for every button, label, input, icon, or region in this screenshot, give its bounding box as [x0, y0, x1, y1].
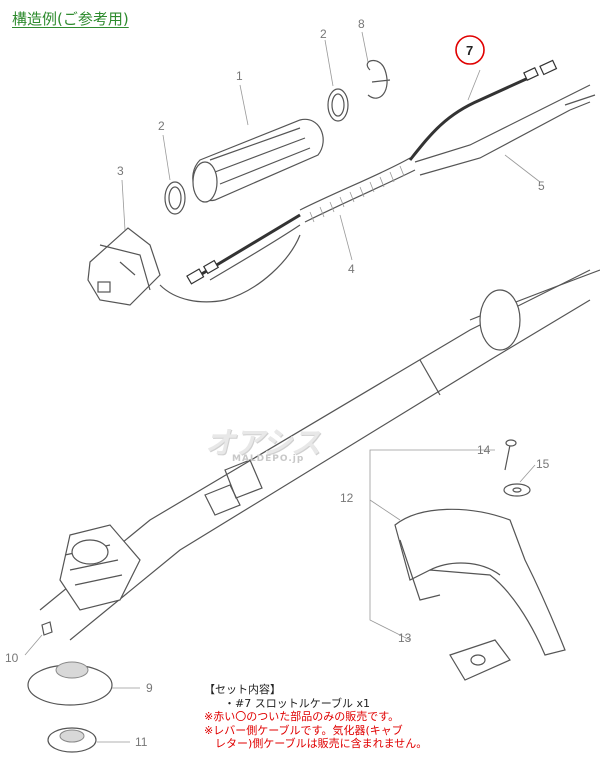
- part-number-12: 12: [340, 491, 354, 505]
- highlight-circle: [455, 35, 485, 65]
- washer-part-15: [503, 483, 531, 497]
- leader-lines: [24, 31, 541, 743]
- watermark-domain: MALDEPO.jp: [232, 454, 305, 464]
- part-number-9: 9: [146, 681, 153, 695]
- set-contents-item: ・#7 スロットルケーブル x1: [224, 696, 371, 710]
- part-number-14: 14: [477, 443, 491, 457]
- set-contents-header: 【セット内容】: [204, 683, 281, 696]
- part-number-8: 8: [358, 17, 365, 31]
- lever-housing-part-3: [87, 227, 161, 306]
- throttle-cable-part-7: [186, 59, 558, 285]
- note-sold-part: ※赤い〇のついた部品のみの販売です。: [204, 710, 400, 723]
- ring-part-2b: [327, 88, 349, 122]
- gear-head: [59, 524, 141, 611]
- watermark-logo: オアシス: [205, 426, 321, 461]
- part-number-11: 11: [135, 735, 148, 749]
- grip-part-1: [192, 118, 324, 203]
- part-number-2a: 2: [158, 119, 165, 133]
- part-number-15: 15: [536, 457, 550, 471]
- part-number-2b: 2: [320, 27, 327, 41]
- cup-part-11: [47, 727, 97, 753]
- note-carburetor-side: レター)側ケーブルは販売に含まれません。: [215, 737, 428, 750]
- guard-shield-part-12: [394, 508, 566, 656]
- part-number-7: 7: [466, 43, 473, 58]
- set-contents-box: 【セット内容】 ・#7 スロットルケーブル x1 ※赤い〇のついた部品のみの販売…: [204, 683, 427, 751]
- bolt-part-10: [41, 621, 53, 636]
- part-number-10: 10: [5, 651, 19, 665]
- ring-part-2a: [164, 181, 186, 215]
- bolt-part-14: [504, 439, 517, 471]
- part-number-3: 3: [117, 164, 124, 178]
- page-title: 構造例(ご参考用): [12, 10, 129, 28]
- part-number-1: 1: [236, 69, 243, 83]
- main-shaft: [39, 269, 600, 641]
- cover-part-9: [27, 661, 113, 706]
- bracket-part-13: [449, 639, 511, 681]
- clip-part-8: [366, 60, 391, 99]
- part-number-13: 13: [398, 631, 412, 645]
- part-number-4: 4: [348, 262, 355, 276]
- note-lever-side: ※レバー側ケーブルです。気化器(キャブ: [204, 723, 403, 737]
- harness-part-5: [414, 84, 596, 176]
- part-number-5: 5: [538, 179, 545, 193]
